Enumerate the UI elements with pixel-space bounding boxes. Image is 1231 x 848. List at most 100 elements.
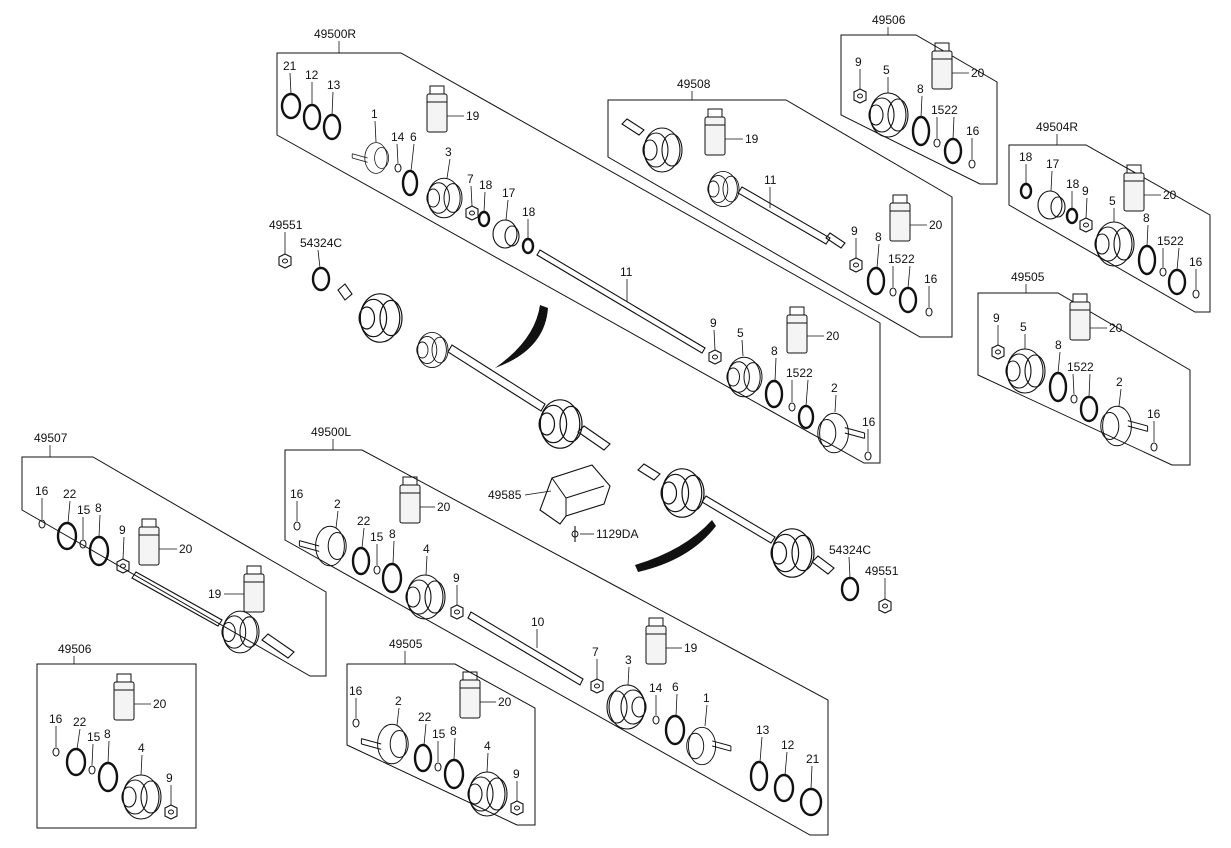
part-19-grease-tube-b (704, 108, 726, 156)
part-20-grease-tube-b (889, 194, 911, 242)
part-label-4-g: 4 (423, 542, 430, 556)
part-label-2-e: 2 (1116, 375, 1123, 389)
part-4-boot-h (121, 774, 162, 820)
part-13-ring-g (749, 760, 769, 792)
part-3-boot-g (606, 684, 647, 730)
part-label-19-b: 19 (745, 132, 759, 146)
part-label-15-g: 15 (370, 530, 384, 544)
part-1129DA-bolt (571, 526, 579, 542)
part-label-21-g: 21 (806, 752, 820, 766)
part-15-clip-e (1070, 394, 1078, 404)
part-label-20-g: 20 (437, 500, 451, 514)
part-18-ring-c (1019, 182, 1033, 200)
part-label-15-h: 15 (87, 730, 101, 744)
part-15-clip-c (933, 138, 941, 148)
part-7-nut-g (590, 678, 604, 694)
part-22-ring-c (943, 137, 963, 165)
part-2-inner-joint-g (298, 525, 347, 567)
assembly-direction-arrow-bottom (635, 520, 716, 572)
part-11-shaft (536, 249, 706, 354)
part-5-boot-d (1094, 221, 1135, 267)
assembly-label-49500L: 49500L (311, 425, 351, 439)
part-label-49551-bottom: 49551 (865, 564, 899, 578)
part-16-clip-c (968, 159, 976, 169)
part-label-15-i: 15 (432, 727, 446, 741)
part-label-20-c: 20 (971, 66, 985, 80)
part-label-16-i: 16 (349, 684, 363, 698)
group-49506-top: 9 5 8 1522 16 20 (853, 42, 985, 169)
group-49504R: 18 17 18 9 5 8 1522 16 20 (1019, 150, 1203, 299)
part-16-clip-f (38, 519, 46, 529)
part-label-18-d: 18 (1066, 177, 1080, 191)
part-label-20-h: 20 (153, 697, 167, 711)
part-label-8-c: 8 (917, 82, 924, 96)
part-label-5-d: 5 (1109, 194, 1116, 208)
part-22-ring-f (56, 521, 78, 551)
group-49585: 49585 1129DA (488, 464, 638, 542)
part-9-nut-d (1079, 217, 1093, 233)
part-label-20-i: 20 (498, 695, 512, 709)
group-49505-bottom: 16 2 22 15 8 4 9 20 (349, 671, 524, 817)
part-label-16-c: 16 (966, 124, 980, 138)
part-5-boot-e (1005, 348, 1046, 394)
part-label-16-b: 16 (924, 272, 938, 286)
part-label-2-a: 2 (831, 381, 838, 395)
part-18-ring-b (521, 237, 535, 255)
part-5-boot-c (868, 92, 909, 138)
part-8-band-g (381, 562, 403, 594)
part-22-ring-h (65, 747, 87, 777)
part-16-clip-i (352, 718, 360, 728)
part-16-clip-e (1150, 442, 1158, 452)
frame-49505-bottom (346, 663, 536, 826)
part-8-band-e (1048, 371, 1068, 403)
part-20-grease-tube-h (113, 673, 135, 721)
part-label-1522-a: 1522 (786, 366, 813, 380)
part-label-14-g: 14 (649, 681, 663, 695)
part-20-grease-tube-e (1069, 293, 1091, 341)
part-label-16-e: 16 (1147, 407, 1161, 421)
part-label-1522-d: 1522 (1157, 234, 1184, 248)
part-label-13-g: 13 (756, 723, 770, 737)
frame-49504R (1008, 144, 1211, 313)
part-label-17: 17 (502, 186, 516, 200)
part-label-8-b: 8 (875, 230, 882, 244)
part-3-boot (426, 177, 463, 219)
assembly-label-49505-bottom: 49505 (389, 637, 423, 651)
part-8-band-b (866, 266, 886, 296)
part-label-12: 12 (305, 68, 319, 82)
part-label-9-a: 9 (710, 316, 717, 330)
part-22-ring-e (1079, 395, 1099, 423)
part-22-ring-g (351, 546, 371, 576)
frame-49508 (607, 99, 953, 338)
frame-49505-right (977, 292, 1191, 466)
part-9-nut-i (510, 800, 524, 816)
part-label-18-a: 18 (479, 178, 493, 192)
frame-49506-top (840, 34, 998, 185)
assembly-label-49504R: 49504R (1036, 120, 1078, 134)
part-18-ring-d (1065, 207, 1079, 225)
part-2-inner-joint-i (360, 723, 409, 765)
part-label-14: 14 (391, 130, 405, 144)
part-label-10: 10 (531, 615, 545, 629)
part-4-boot-g (405, 574, 446, 620)
part-1-outer-joint (351, 142, 389, 174)
part-8-band-h (97, 761, 119, 793)
part-22-ring-i (413, 743, 433, 773)
part-8-band-d (1137, 244, 1157, 276)
part-label-22-f: 22 (63, 487, 77, 501)
part-label-22-g: 22 (357, 514, 371, 528)
part-16-clip-h (52, 747, 60, 757)
part-label-22-i: 22 (418, 710, 432, 724)
part-9-nut-h (164, 804, 178, 820)
part-label-8-i: 8 (450, 724, 457, 738)
part-label-17-b: 17 (1046, 157, 1060, 171)
assembly-direction-arrow-top (495, 305, 548, 368)
part-label-49551-top: 49551 (269, 218, 303, 232)
part-label-3-g: 3 (625, 653, 632, 667)
part-19-grease-tube-f (243, 565, 265, 613)
group-49507: 16 22 15 8 9 20 19 (35, 484, 295, 659)
frames (21, 34, 1211, 836)
part-22-ring-d (1167, 268, 1187, 296)
frame-49507 (21, 456, 327, 677)
assembly-label-49507: 49507 (34, 431, 68, 445)
